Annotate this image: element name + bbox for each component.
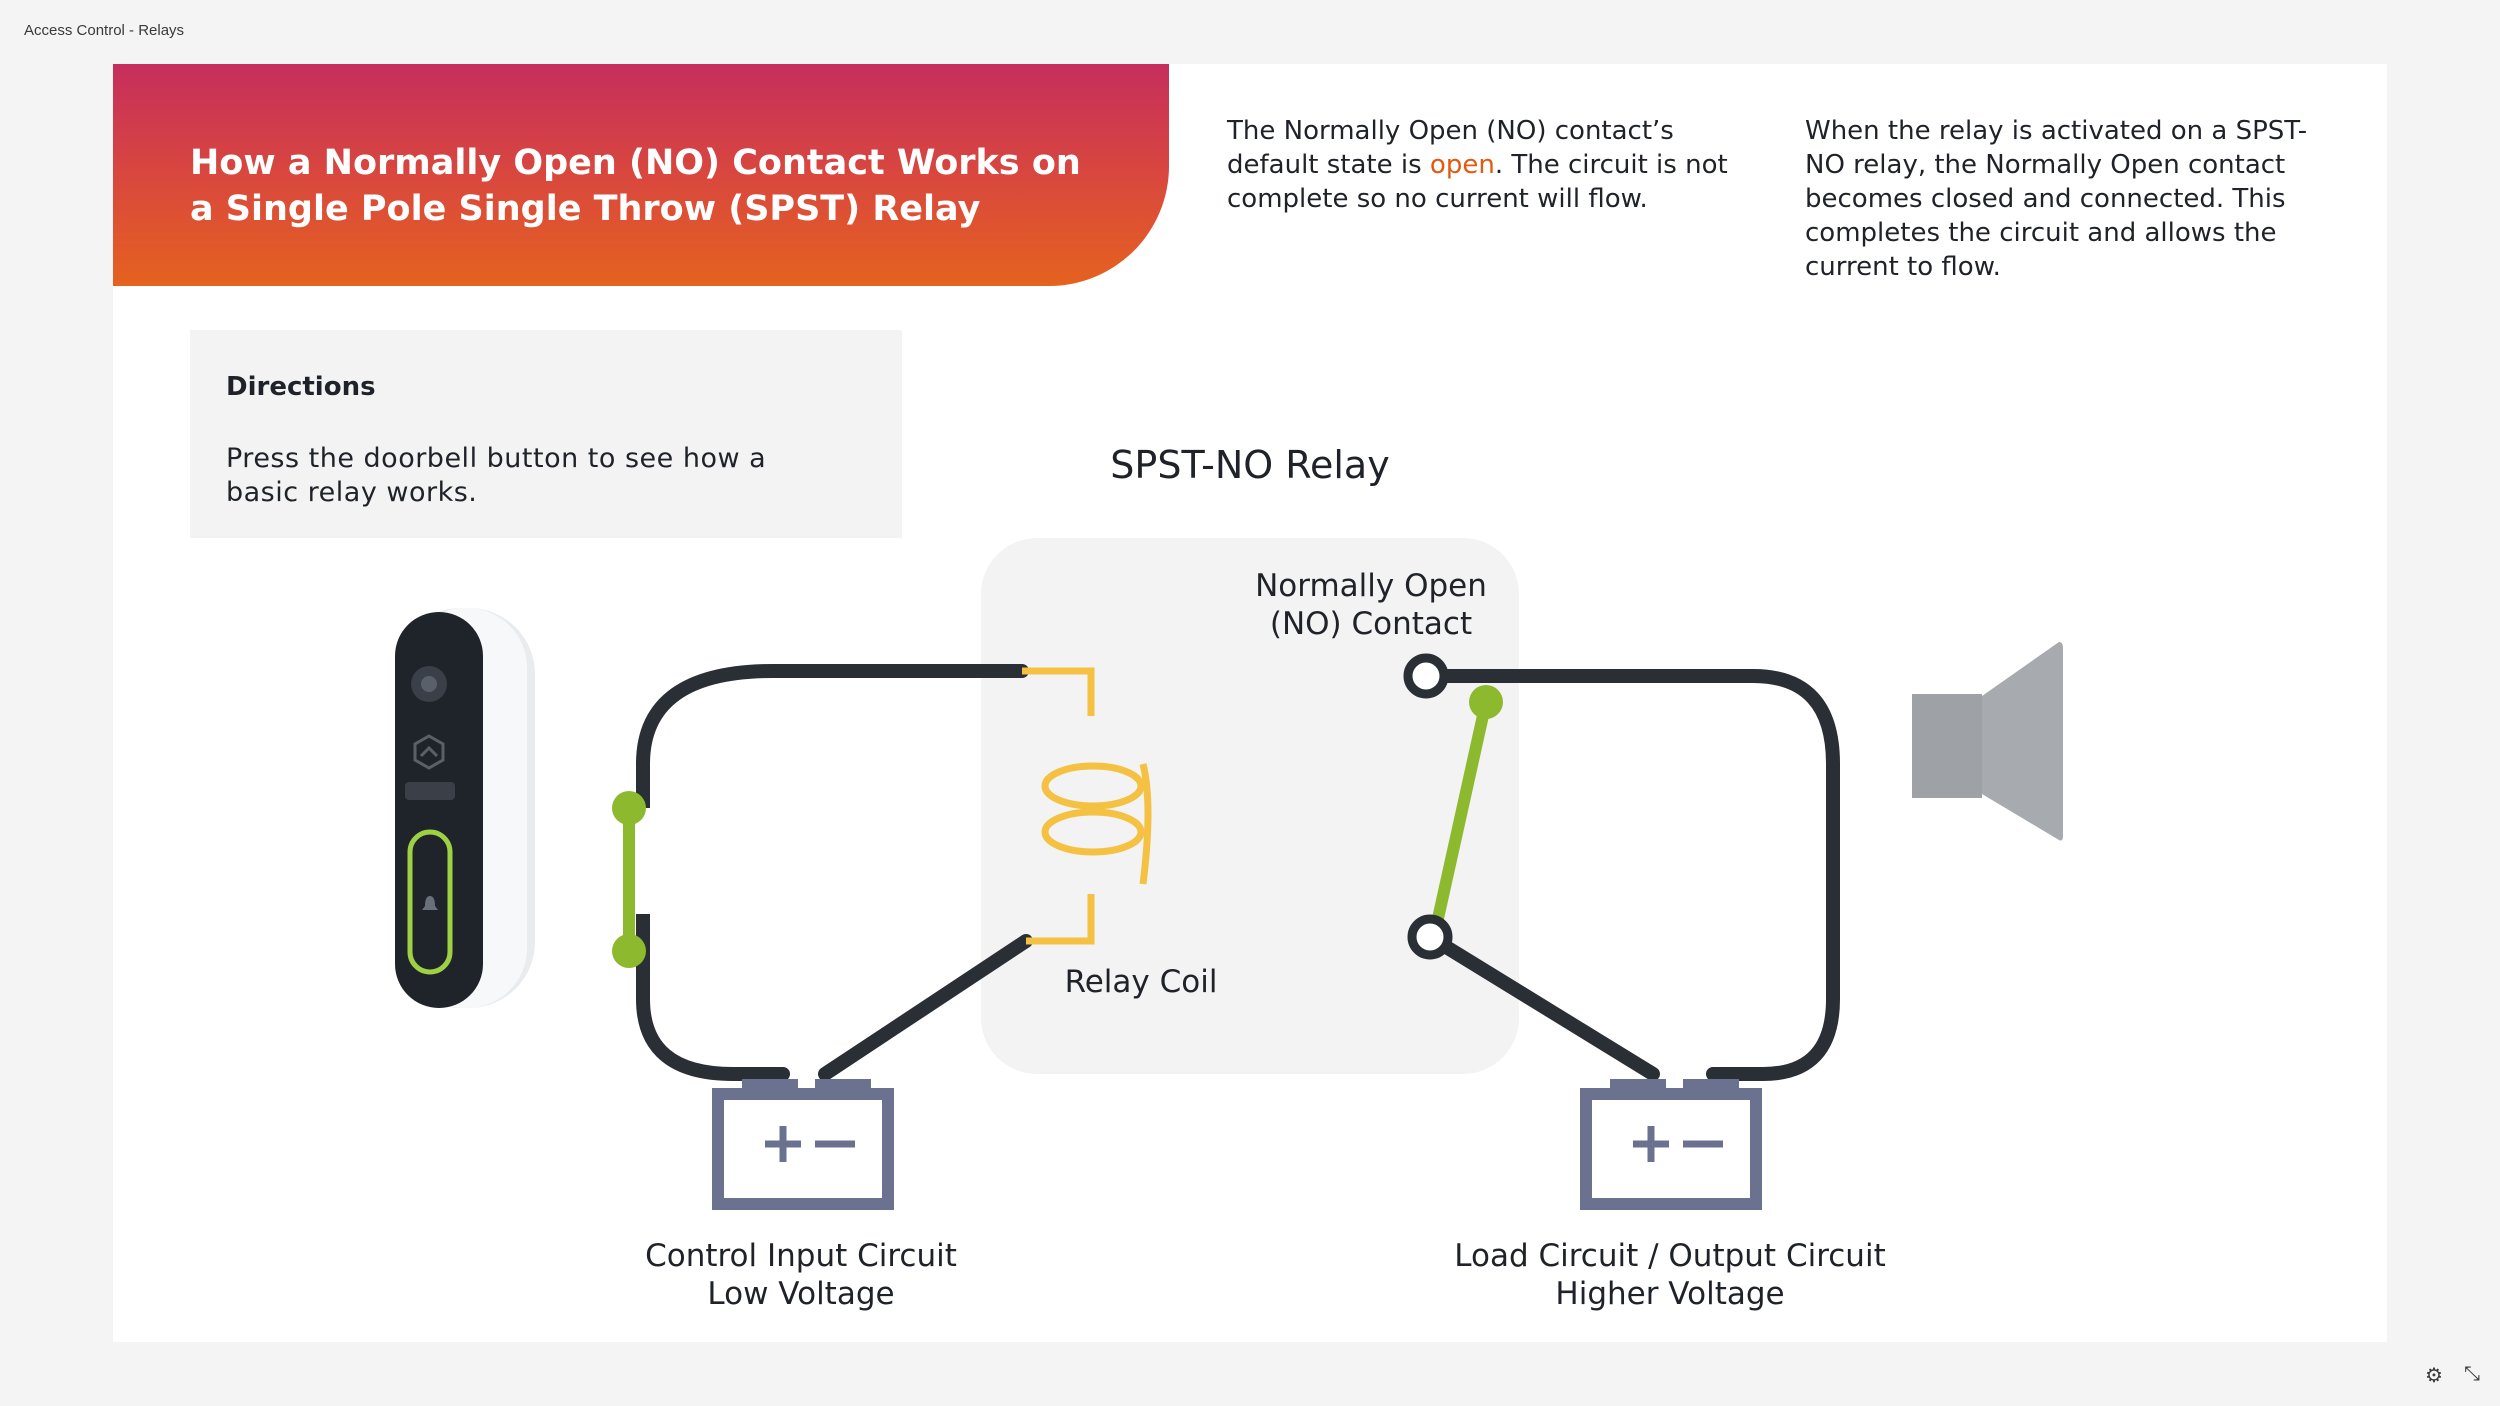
load-circuit-wire	[1419, 669, 1840, 1081]
load-battery	[1580, 1079, 1762, 1210]
info-default-state: The Normally Open (NO) contact’s default…	[1227, 114, 1767, 216]
no-contact-top-terminal	[1403, 653, 1449, 699]
control-battery	[712, 1079, 894, 1210]
info-default-text-1: The Normally Open (NO) contact’s default…	[1227, 116, 1674, 180]
load-label-line1: Load Circuit / Output Circuit	[1454, 1238, 1885, 1274]
speaker-icon	[1912, 642, 2063, 841]
doorbell-button[interactable]	[395, 608, 535, 1008]
contact-label-line2: (NO) Contact	[1270, 606, 1472, 642]
doorbell-switch-top-node	[612, 791, 646, 825]
directions-panel: Directions Press the doorbell button to …	[190, 330, 902, 538]
control-label-line1: Control Input Circuit	[645, 1238, 957, 1274]
page-title: How a Normally Open (NO) Contact Works o…	[190, 143, 1081, 229]
title-banner: How a Normally Open (NO) Contact Works o…	[113, 64, 1169, 286]
slide: How a Normally Open (NO) Contact Works o…	[113, 64, 2387, 1342]
control-circuit-wire	[636, 664, 1029, 1081]
coil-label: Relay Coil	[1065, 964, 1218, 1000]
no-contact-switch-arm	[1429, 696, 1492, 938]
control-return-wire	[818, 934, 1033, 1081]
directions-title: Directions	[226, 372, 376, 402]
relay-diagram: SPST-NO Relay Relay Coil Normally Open (…	[395, 443, 2063, 1312]
gear-icon[interactable]: ⚙	[2425, 1365, 2443, 1387]
contact-label-line1: Normally Open	[1255, 568, 1487, 604]
window-title: Access Control - Relays	[24, 22, 185, 39]
relay-title: SPST-NO Relay	[1110, 443, 1389, 487]
info-activated-state: When the relay is activated on a SPST-NO…	[1805, 116, 2308, 282]
info-default-text-2: . The circuit is not complete so no curr…	[1227, 150, 1728, 214]
no-contact-green-node	[1469, 685, 1503, 719]
doorbell-switch-bottom-node	[612, 934, 646, 968]
relay-coil	[1022, 667, 1152, 945]
control-label-line2: Low Voltage	[707, 1276, 894, 1312]
directions-text: Press the doorbell button to see how a b…	[226, 443, 767, 508]
collapse-icon[interactable]: ⤡	[2464, 1363, 2480, 1385]
info-open-highlight: open	[1429, 150, 1495, 180]
load-return-wire	[1423, 930, 1660, 1081]
load-label-line2: Higher Voltage	[1555, 1276, 1784, 1312]
no-contact-bottom-terminal	[1407, 914, 1453, 960]
doorbell-switch-gap	[633, 808, 653, 914]
relay-housing	[981, 538, 1519, 1074]
